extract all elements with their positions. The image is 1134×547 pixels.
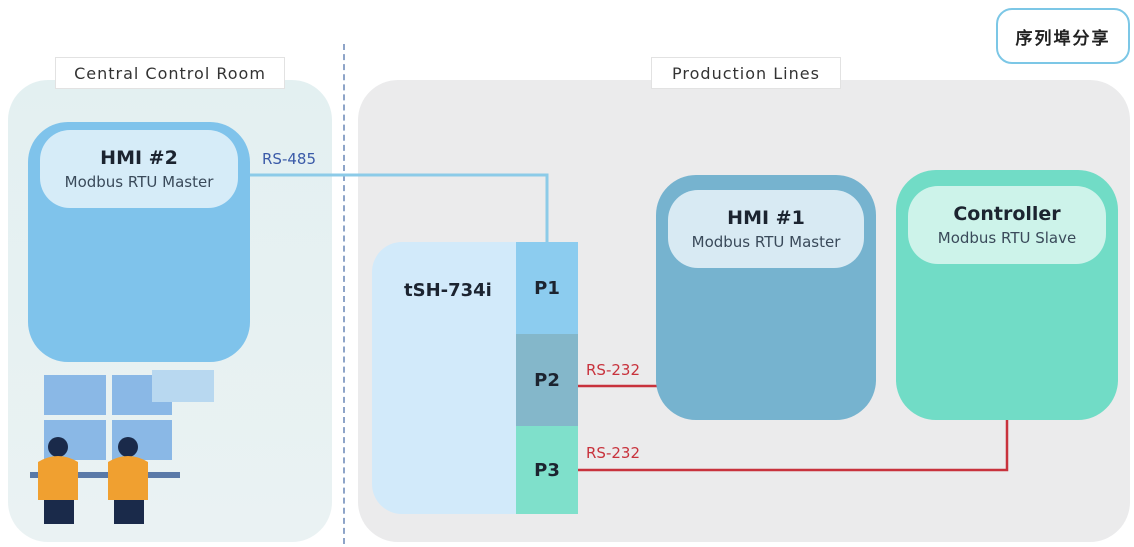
controller-title: Controller	[953, 203, 1061, 225]
central-control-room-label: Central Control Room	[56, 58, 284, 88]
port-p2: P2	[516, 334, 578, 426]
hmi1-label-pill: HMI #1 Modbus RTU Master	[668, 190, 864, 268]
rs232-label-hmi1: RS-232	[586, 361, 640, 379]
rs232-line-controller	[578, 420, 1009, 472]
hmi1-title: HMI #1	[727, 207, 805, 229]
hmi2-role: Modbus RTU Master	[64, 173, 214, 191]
controller-label-pill: Controller Modbus RTU Slave	[908, 186, 1106, 264]
controller-role: Modbus RTU Slave	[937, 229, 1077, 247]
port-p1: P1	[516, 242, 578, 334]
rs232-label-controller: RS-232	[586, 444, 640, 462]
hmi2-label-pill: HMI #2 Modbus RTU Master	[40, 130, 238, 208]
gateway-body	[372, 242, 518, 514]
serial-port-sharing-button[interactable]: 序列埠分享	[996, 8, 1130, 64]
rs485-label: RS-485	[262, 150, 316, 168]
zone-divider	[343, 44, 345, 544]
gateway-name: tSH-734i	[404, 280, 492, 301]
rs485-line	[248, 173, 549, 242]
port-p3: P3	[516, 426, 578, 514]
hmi2-title: HMI #2	[100, 147, 178, 169]
control-room-operators-icon	[30, 370, 214, 524]
hmi1-role: Modbus RTU Master	[691, 233, 841, 251]
production-lines-label: Production Lines	[652, 58, 840, 88]
